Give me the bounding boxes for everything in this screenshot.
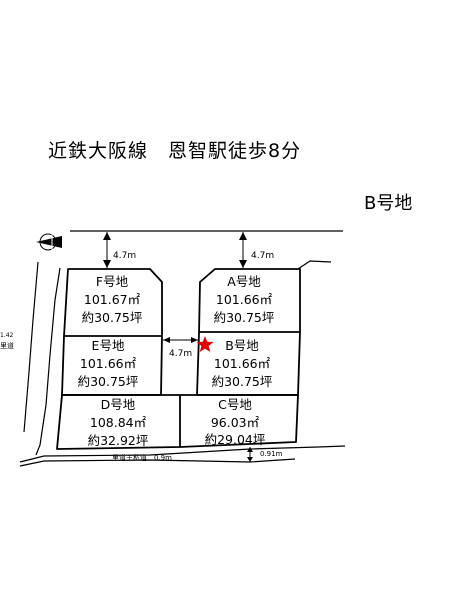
lot-e-name: E号地 [92,338,125,353]
bottom-road-width: 0.91m [260,450,283,458]
lot-d-name: D号地 [101,397,136,412]
lot-b-area-m2: 101.66㎡ [214,356,271,371]
setback-dimension-left [103,232,111,268]
left-boundary [23,261,61,456]
setback-label-right: 4.7m [251,251,274,261]
setback-label-left: 4.7m [113,251,136,261]
featured-lot-label: B号地 [364,193,413,214]
setback-dimension-right [239,232,247,268]
lot-labels: F号地 101.67㎡ 約30.75坪 A号地 101.66㎡ 約30.75坪 … [78,274,275,448]
left-road-label: 里道 [0,341,14,350]
lot-b-name: B号地 [225,338,259,353]
lot-f-area-tsubo: 約30.75坪 [82,310,143,325]
lot-outlines [56,268,301,450]
headline-station-access: 近鉄大阪線 恩智駅徒歩8分 [48,140,302,162]
lot-a-area-m2: 101.66㎡ [216,292,273,307]
lot-f-area-m2: 101.67㎡ [84,292,141,307]
right-boundary [297,260,332,270]
lot-d-area-m2: 108.84㎡ [90,415,147,430]
setback-label-middle: 4.7m [169,349,192,359]
lot-b-area-tsubo: 約30.75坪 [212,374,273,389]
lot-d-area-tsubo: 約32.92坪 [88,433,149,448]
lot-c-area-m2: 96.03㎡ [211,415,260,430]
left-road-width: 1.42 [0,332,14,339]
north-arrow-icon [36,233,62,251]
setback-dimension-middle [163,337,198,343]
bottom-road-dimension [247,447,253,462]
star-icon [196,336,214,352]
lot-f-name: F号地 [96,274,129,289]
lot-c-name: C号地 [218,397,252,412]
lot-c-area-tsubo: 約29.04坪 [205,432,266,447]
lot-e-area-tsubo: 約30.75坪 [78,374,139,389]
lot-a-area-tsubo: 約30.75坪 [214,310,275,325]
lot-a-name: A号地 [227,274,261,289]
bottom-road [19,445,346,467]
bottom-road-label: 里道＋私道 0.9m [112,453,172,462]
lot-e-area-m2: 101.66㎡ [80,356,137,371]
